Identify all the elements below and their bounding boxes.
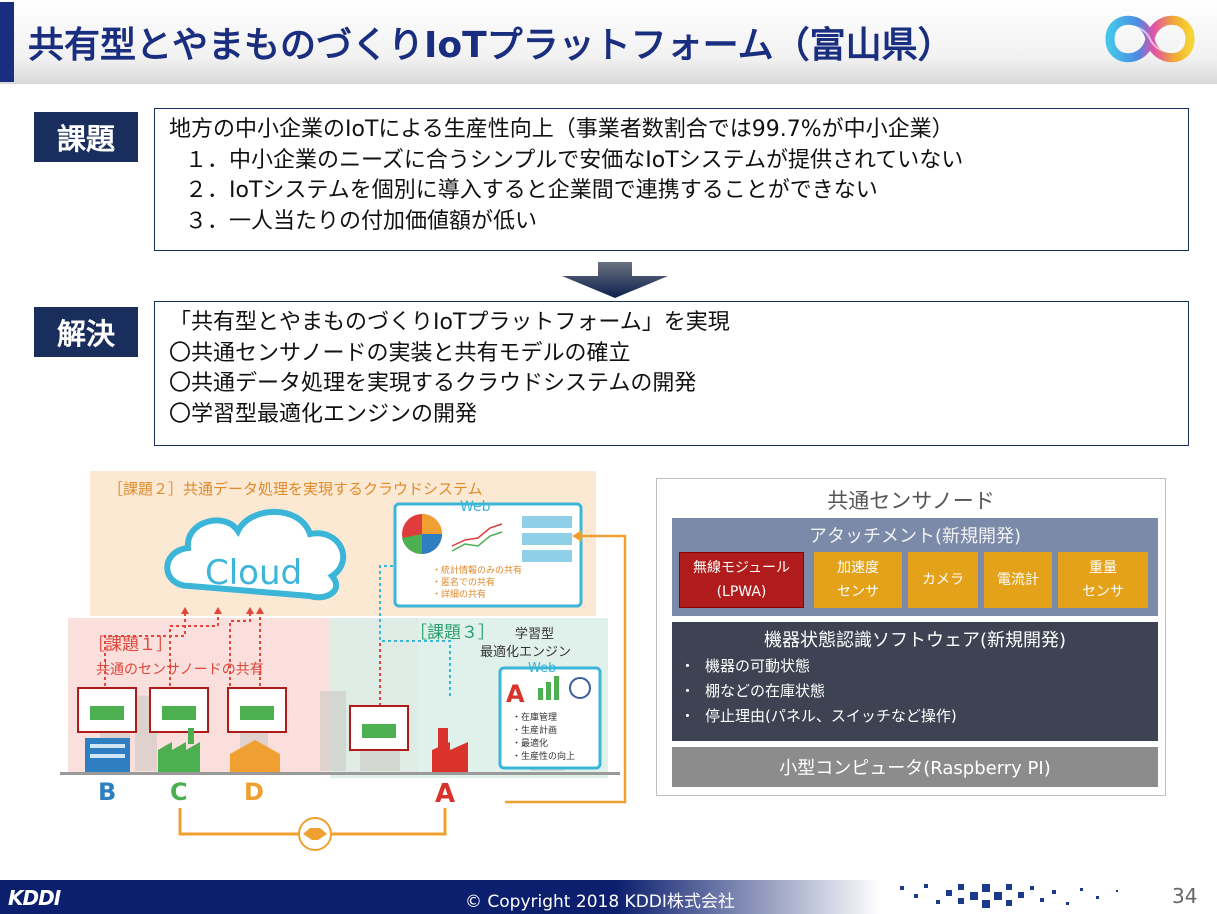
data-flow-line bbox=[379, 565, 451, 696]
solution-line: 「共有型とやまものづくりIoTプラットフォーム」を実現 bbox=[169, 310, 730, 335]
module-line: 加速度 bbox=[837, 560, 879, 576]
engine-web-label: Web bbox=[528, 661, 556, 676]
problem-box: 地方の中小企業のIoTによる生産性向上（事業者数割合では99.7%が中小企業） … bbox=[154, 108, 1189, 251]
attachment-title: アタッチメント(新規開発) bbox=[808, 526, 1022, 547]
task3-sub: 学習型 bbox=[515, 626, 554, 642]
page-number: 34 bbox=[1172, 884, 1198, 908]
company-a-label: A bbox=[435, 779, 455, 809]
problem-line: １．中小企業のニーズに合うシンプルで安価なIoTシステムが提供されていない bbox=[185, 147, 964, 173]
sensor-node-diagram: 共通センサノード アタッチメント(新規開発) 無線モジュール (LPWA) 加速… bbox=[656, 478, 1166, 796]
module-line: センサ bbox=[837, 584, 879, 600]
feedback-arrow bbox=[505, 534, 627, 804]
camera-module: カメラ bbox=[908, 552, 978, 608]
software-item: 停止理由(パネル、スイッチなど操作) bbox=[680, 704, 957, 729]
copyright-text: © Copyright 2018 KDDI株式会社 bbox=[465, 892, 735, 912]
slide-title: 共有型とやまものづくりIoTプラットフォーム（富山県） bbox=[28, 25, 954, 66]
module-line: (LPWA) bbox=[716, 584, 767, 600]
engine-bullet: ・生産性の向上 bbox=[512, 750, 575, 762]
brain-icon bbox=[569, 677, 591, 699]
engine-bullet: ・生産計画 bbox=[512, 724, 557, 736]
task2-label: ［課題２］共通データ処理を実現するクラウドシステム bbox=[108, 480, 483, 498]
engine-card bbox=[498, 666, 602, 770]
problem-line: ３．一人当たりの付加価値額が低い bbox=[185, 208, 538, 234]
upload-lines bbox=[104, 614, 381, 706]
company-c-label: C bbox=[170, 778, 188, 806]
sensor-node-card bbox=[227, 687, 287, 733]
handshake-icon bbox=[298, 817, 332, 851]
sensor-node-card bbox=[77, 687, 137, 733]
kddi-logo: KDDI bbox=[8, 886, 61, 910]
cloud-label: Cloud bbox=[205, 553, 302, 593]
company-b-label: B bbox=[98, 778, 116, 806]
down-arrow-icon bbox=[562, 262, 668, 298]
upload-arrowheads bbox=[181, 607, 264, 614]
house-d-icon bbox=[230, 740, 280, 772]
engine-a-icon: A bbox=[506, 680, 525, 708]
attachment-panel: アタッチメント(新規開発) 無線モジュール (LPWA) 加速度 センサ カメラ… bbox=[672, 518, 1158, 616]
company-d-label: D bbox=[244, 778, 264, 806]
module-line: カメラ bbox=[922, 572, 964, 588]
footer-band bbox=[0, 880, 880, 914]
software-item: 棚などの在庫状態 bbox=[680, 679, 957, 704]
web-bullet: ・詳細の共有 bbox=[432, 588, 486, 600]
problem-label: 課題 bbox=[34, 112, 138, 162]
engine-bullet: ・在庫管理 bbox=[512, 711, 557, 723]
task1-sub: 共通のセンサノードの共有 bbox=[96, 662, 264, 678]
module-line: 電流計 bbox=[997, 572, 1039, 588]
weight-sensor-module: 重量 センサ bbox=[1058, 552, 1148, 608]
software-panel: 機器状態認識ソフトウェア(新規開発) 機器の可動状態 棚などの在庫状態 停止理由… bbox=[672, 622, 1158, 741]
title-bar: 共有型とやまものづくりIoTプラットフォーム（富山県） bbox=[0, 0, 1217, 84]
pie-chart-icon bbox=[402, 514, 442, 555]
computer-panel: 小型コンピュータ(Raspberry PI) bbox=[672, 747, 1158, 787]
module-line: 重量 bbox=[1089, 560, 1117, 576]
module-line: 無線モジュール bbox=[692, 560, 791, 576]
sensor-node-card bbox=[349, 705, 409, 751]
sensor-node-title: 共通センサノード bbox=[827, 489, 995, 513]
footer-dot-pattern bbox=[900, 884, 1118, 908]
accelerometer-module: 加速度 センサ bbox=[814, 552, 902, 608]
solution-label: 解決 bbox=[34, 307, 138, 357]
web-bullet: ・匿名での共有 bbox=[432, 576, 495, 588]
ground-line bbox=[60, 772, 620, 775]
factory-a-icon bbox=[432, 728, 468, 772]
problem-line: ２．IoTシステムを個別に導入すると企業間で連携することができない bbox=[185, 178, 878, 203]
footer: KDDI © Copyright 2018 KDDI株式会社 34 bbox=[0, 880, 1217, 914]
solution-line: 〇学習型最適化エンジンの開発 bbox=[169, 401, 478, 427]
engine-bar-icon bbox=[538, 676, 559, 700]
factory-c-icon bbox=[158, 728, 200, 772]
task3-label: ［課題３］ bbox=[410, 623, 495, 643]
web-dashboard bbox=[393, 502, 583, 608]
share-level-icons bbox=[522, 516, 572, 562]
software-item: 機器の可動状態 bbox=[680, 654, 957, 679]
software-list: 機器の可動状態 棚などの在庫状態 停止理由(パネル、スイッチなど操作) bbox=[680, 654, 957, 729]
task1-label: ［課題１］ bbox=[88, 635, 173, 655]
task3-sub: 最適化エンジン bbox=[480, 644, 571, 660]
problem-line: 地方の中小企業のIoTによる生産性向上（事業者数割合では99.7%が中小企業） bbox=[169, 117, 954, 142]
line-graph-icon bbox=[451, 531, 503, 552]
engine-bullet: ・最適化 bbox=[512, 737, 548, 749]
solution-box: 「共有型とやまものづくりIoTプラットフォーム」を実現 〇共通センサノードの実装… bbox=[154, 301, 1189, 446]
software-title: 機器状態認識ソフトウェア(新規開発) bbox=[763, 630, 1067, 651]
cloud-icon bbox=[164, 509, 347, 601]
iot-platform-illustration: ［課題２］共通データ処理を実現するクラウドシステム Cloud Web ・統計情… bbox=[60, 471, 627, 851]
solution-line: 〇共通センサノードの実装と共有モデルの確立 bbox=[169, 340, 631, 366]
infinity-logo-icon bbox=[1105, 15, 1195, 63]
ammeter-module: 電流計 bbox=[984, 552, 1052, 608]
module-line: センサ bbox=[1082, 584, 1124, 600]
web-bullet: ・統計情報のみの共有 bbox=[432, 564, 522, 576]
solution-line: 〇共通データ処理を実現するクラウドシステムの開発 bbox=[169, 371, 697, 396]
web-label: Web bbox=[460, 499, 491, 515]
title-accent-bar bbox=[0, 2, 14, 82]
wireless-module: 無線モジュール (LPWA) bbox=[679, 552, 804, 608]
building-b-icon bbox=[85, 738, 130, 772]
sensor-node-card bbox=[149, 687, 209, 733]
